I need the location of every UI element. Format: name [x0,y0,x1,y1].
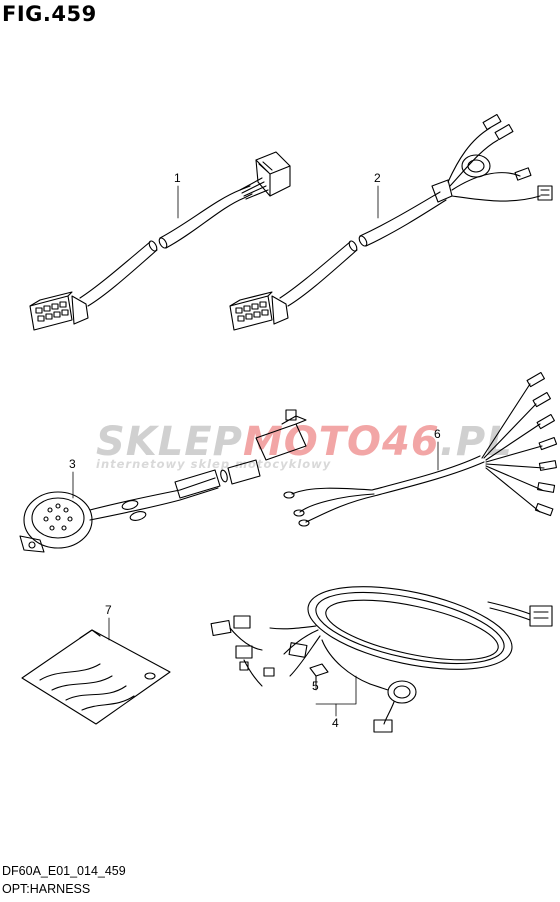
callout-7: 7 [105,603,112,617]
part-2-main-harness[interactable]: 2 [229,113,553,331]
callout-1: 1 [174,171,181,185]
watermark-tagline: internetowy sklep motocyklowy [96,457,331,471]
watermark: SKLEPMOTO46.PL internetowy sklep motocyk… [96,419,513,471]
callout-5: 5 [312,679,319,693]
connector-pin-grid [35,301,69,322]
watermark-brand: SKLEPMOTO46.PL [96,419,513,465]
model-code: DF60A_E01_014_459 [2,864,126,878]
figure-title: FIG.459 [2,2,97,26]
group-name: OPT:HARNESS [2,882,91,896]
callout-6: 6 [434,427,441,441]
part-7-tie-bag[interactable]: 7 [21,603,171,725]
part-3-buzzer[interactable]: 3 [19,409,307,553]
part-1-extension-harness[interactable]: 1 [29,151,291,331]
callout-2: 2 [374,171,381,185]
part-4-long-harness[interactable]: 4 [210,571,553,733]
part-5-clamp[interactable]: 5 [309,663,329,693]
callout-4: 4 [332,716,339,730]
callout-3: 3 [69,457,76,471]
part-6-lead-wire[interactable]: 6 [283,371,558,527]
connector-pin-grid [235,301,269,322]
